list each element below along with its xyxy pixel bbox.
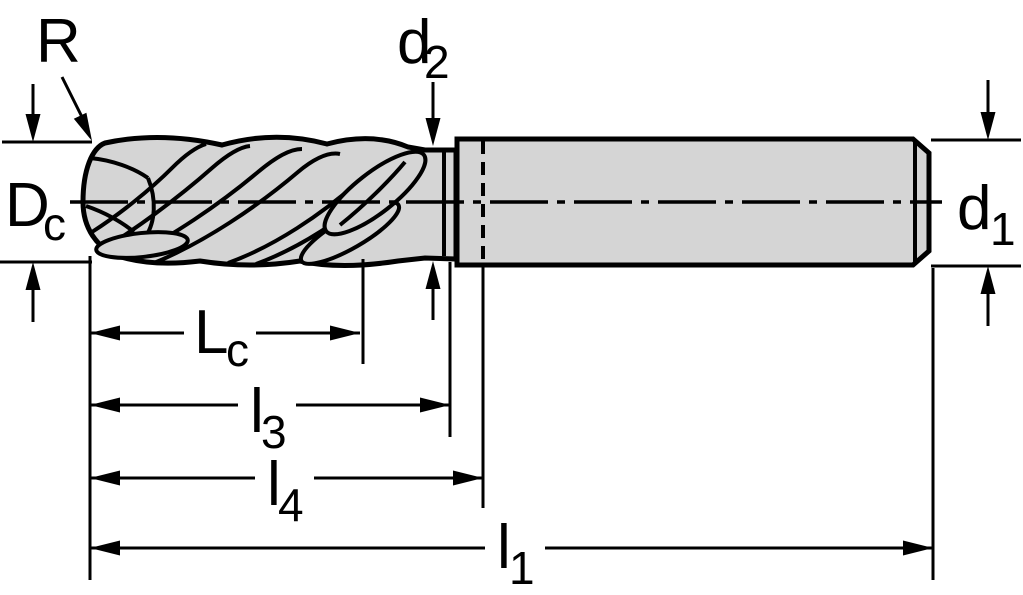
d2-arrowhead-bottom xyxy=(425,261,441,289)
l3-arrowhead-right xyxy=(420,397,450,413)
l4-arrowhead-right xyxy=(453,470,483,486)
dimension-l3: l 3 xyxy=(90,377,450,458)
dimension-l1: l 1 xyxy=(90,513,933,594)
label-l1-base: l xyxy=(497,513,511,582)
l4-arrowhead-left xyxy=(90,470,120,486)
label-d1-sub: 1 xyxy=(990,203,1016,255)
flute-line xyxy=(338,160,407,227)
r-leader-line xyxy=(60,76,84,118)
r-leader-arrowhead xyxy=(73,112,92,141)
flute-line xyxy=(153,151,341,265)
end-face-leaf xyxy=(94,230,190,260)
label-l1-sub: 1 xyxy=(509,542,535,594)
label-d2-sub: 2 xyxy=(424,36,450,88)
length-extension-lines xyxy=(88,256,935,580)
l1-arrowhead-right xyxy=(903,540,933,556)
label-Dc-sub: c xyxy=(43,198,66,250)
cutter-flutes xyxy=(85,142,428,266)
d1-arrowhead-bottom xyxy=(980,266,996,294)
d1-arrowhead-top xyxy=(980,112,996,140)
label-d1-base: d xyxy=(957,174,991,243)
label-Lc-base: L xyxy=(194,298,228,367)
label-Lc-sub: c xyxy=(226,324,249,376)
l1-arrowhead-left xyxy=(90,540,120,556)
l3-arrowhead-left xyxy=(90,397,120,413)
lc-arrowhead-left xyxy=(90,325,120,341)
dimension-l4: l 4 xyxy=(90,450,483,531)
dimension-d1: d 1 xyxy=(931,80,1021,326)
label-l3-base: l xyxy=(250,377,264,446)
end-face-edge xyxy=(89,156,150,180)
label-l4-base: l xyxy=(267,450,281,519)
label-d2-base: d xyxy=(397,8,431,77)
end-face-edge xyxy=(85,204,136,234)
dc-arrowhead-bottom xyxy=(25,262,41,290)
dimension-R: R xyxy=(36,7,92,141)
d2-arrowhead-top xyxy=(425,118,441,146)
dimension-d2: d 2 xyxy=(397,8,450,320)
dc-arrowhead-top xyxy=(25,114,41,142)
label-l4-sub: 4 xyxy=(278,479,304,531)
label-R: R xyxy=(36,7,81,76)
dimension-Lc: L c xyxy=(90,298,360,376)
label-Dc-base: D xyxy=(5,171,50,240)
label-l3-sub: 3 xyxy=(261,406,287,458)
lc-arrowhead-right xyxy=(330,325,360,341)
dimension-Dc: D c xyxy=(0,84,92,322)
